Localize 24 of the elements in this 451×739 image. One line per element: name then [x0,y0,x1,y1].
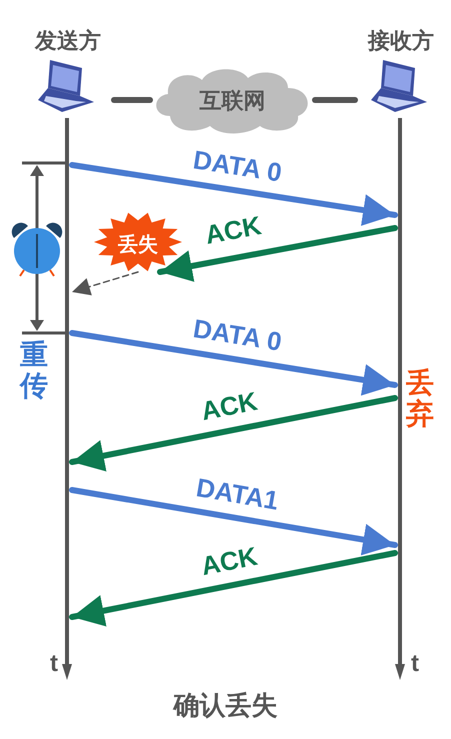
edge-label: ACK [202,212,265,249]
message-arrow [69,550,398,626]
link-line [111,97,153,103]
edge-label: DATA 0 [190,146,284,186]
message-arrow [69,162,398,226]
host-label: 接收方 [366,27,435,55]
edge-label: DATA 0 [190,314,285,356]
message-arrow [157,225,398,282]
host-label: 发送方 [34,27,102,55]
network-label: 互联网 [198,87,266,115]
message-arrow [69,395,398,472]
message-arrow [69,330,398,396]
edge-label: ACK [197,388,260,426]
caption: 确认丢失 [172,689,278,722]
loss-label: 丢失 [117,233,159,258]
time-label: t [50,650,58,678]
edge-label: DATA1 [193,474,282,514]
discard-label: 丢弃 [406,368,434,430]
link-line [312,97,358,103]
retransmit-label: 重传 [20,340,48,402]
message-arrow [69,487,398,556]
edge-label: ACK [197,542,260,580]
message-arrow [71,271,139,296]
time-label: t [411,650,419,678]
